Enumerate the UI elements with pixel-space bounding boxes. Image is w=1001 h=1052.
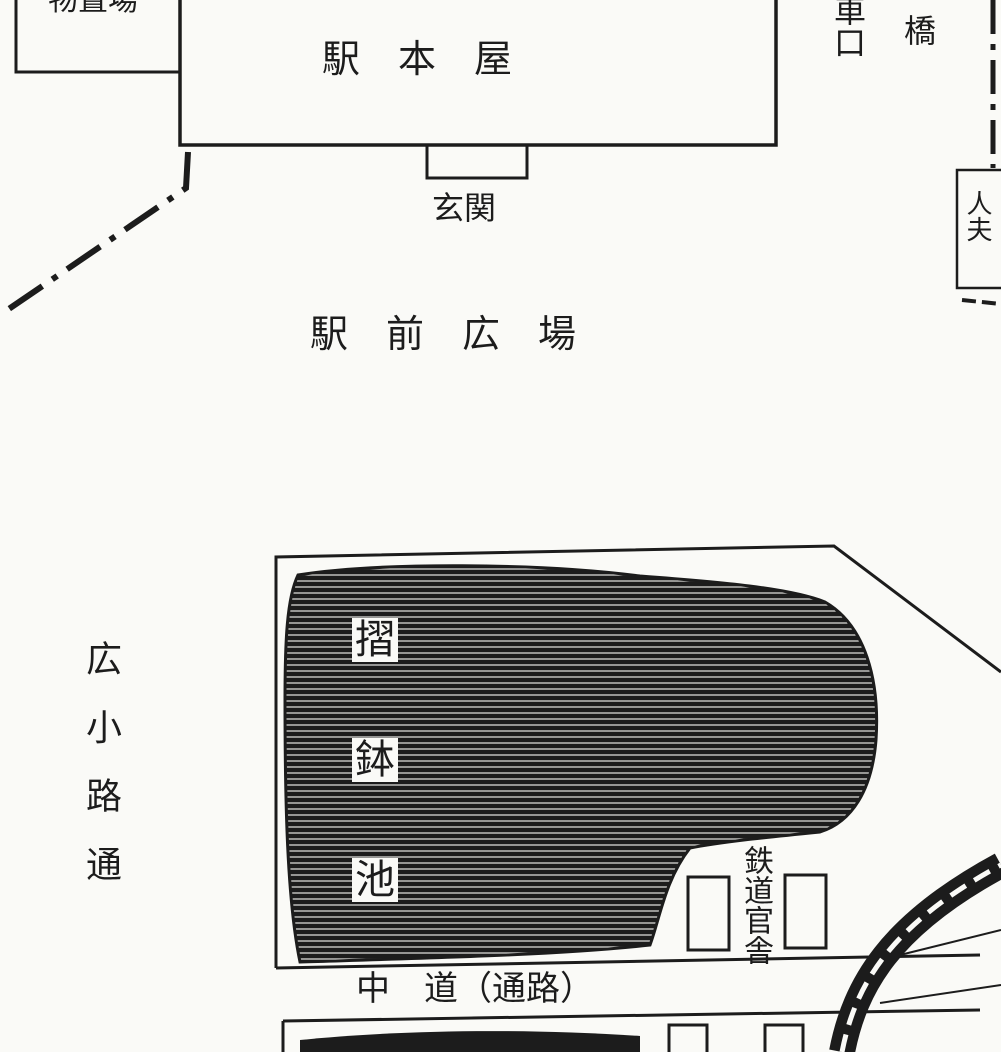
station-building-label: 駅 本 屋 [322,37,513,81]
bridge-label: 橋 [899,14,937,46]
pond-label-char-1: 摺 [352,618,398,662]
station-plaza-label: 駅 前 広 場 [310,312,577,356]
boundary-line-right-lower [961,298,1001,306]
middle-road-upper-edge [275,953,981,970]
residence-building-2 [783,873,828,950]
worker-hut [955,168,1001,290]
lower-pond-area [300,1031,640,1052]
entrance-porch [425,145,529,180]
hirokoji-street-label: 広小路通 [80,640,121,914]
worker-hut-label: 人夫 [962,190,992,242]
residence-building-1 [686,875,731,952]
pond-label-char-2: 鉢 [352,738,398,782]
official-residence-label: 鉄道官舎 [738,845,773,965]
station-building [178,0,778,147]
railway-track-center [839,862,1001,1052]
middle-road-label: 中 道（通路） [356,969,594,1009]
entrance-label: 玄関 [432,189,497,227]
pond-label-char-3: 池 [352,858,398,902]
siding-line-1 [899,929,1001,956]
storage-building-outline [14,0,180,74]
suribachi-pond [283,564,879,964]
carriage-entrance-label: 車口 [829,0,867,58]
storage-building-label: 物置場 [48,0,138,18]
siding-line-2 [879,984,1001,1004]
boundary-line-left [0,151,191,318]
residence-building-4 [763,1023,805,1052]
residence-building-3 [667,1023,709,1052]
pond-lot-outline [274,544,1001,968]
